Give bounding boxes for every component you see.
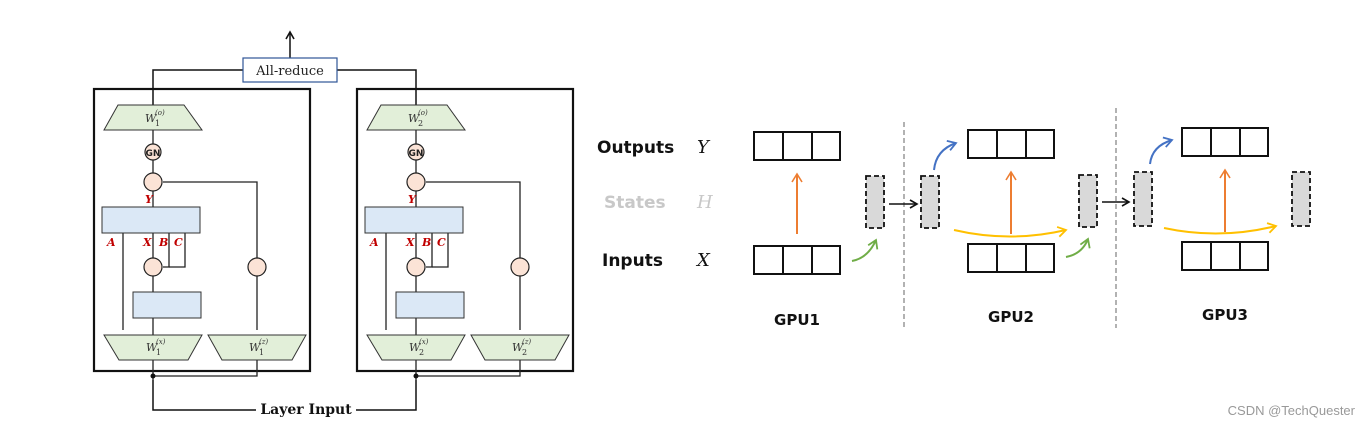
svg-text:W: W [408, 112, 421, 125]
svg-text:(o): (o) [155, 109, 165, 117]
wire-input-block1 [152, 380, 256, 411]
weight-w-z [470, 334, 570, 361]
gate-multiply-node [406, 172, 426, 192]
wire-block2-to-allreduce [337, 69, 417, 110]
state-update-arrow [1065, 237, 1091, 258]
svg-text:GN: GN [409, 149, 424, 159]
weight-w-x [103, 334, 203, 361]
svg-text:X: X [142, 236, 152, 249]
row-var-y: Y [697, 137, 711, 158]
block-frame [92, 87, 312, 373]
state-to-output-arrow [933, 140, 958, 171]
gpu1-section: GPU1 [753, 131, 919, 329]
svg-text:1: 1 [156, 348, 161, 357]
groupnorm-node [144, 143, 162, 161]
svg-text:C: C [174, 236, 183, 249]
state-box-out [1078, 174, 1098, 228]
svg-text:B: B [421, 236, 431, 249]
activation-node [143, 257, 163, 277]
c-wire [169, 233, 186, 268]
svg-text:B: B [158, 236, 168, 249]
svg-text:1: 1 [155, 119, 160, 128]
svg-text:W: W [146, 341, 159, 354]
row-label-inputs: Inputs [602, 251, 663, 271]
svg-text:1: 1 [259, 348, 264, 357]
wire-input-block2 [356, 380, 417, 411]
weight-w-x [366, 334, 466, 361]
svg-text:Y: Y [145, 193, 154, 206]
row-var-h: H [696, 192, 713, 213]
gpu3-section: GPU3 [1133, 127, 1311, 324]
svg-text:W: W [409, 341, 422, 354]
row-label-states: States [604, 193, 666, 213]
conv-block [395, 291, 465, 319]
state-update-arrow [851, 238, 879, 262]
state-pass-arrow [953, 226, 1068, 238]
svg-text:2: 2 [419, 348, 424, 357]
allreduce-box [242, 57, 338, 83]
svg-text:W: W [249, 341, 262, 354]
svg-text:A: A [369, 236, 379, 249]
input-tokens [753, 245, 841, 275]
weight-w-z [207, 334, 307, 361]
output-tokens [967, 129, 1055, 159]
input-tokens [1181, 241, 1269, 271]
block-2: W 2 (o) GN Y A X B C W 2 (x) W 2 (z) [355, 87, 575, 380]
junction-dot [413, 373, 419, 379]
row-var-x: X [695, 250, 711, 271]
output-tokens [753, 131, 841, 161]
svg-text:A: A [106, 236, 116, 249]
state-box-in [920, 175, 940, 229]
layer-input-label: Layer Input [260, 402, 352, 418]
weight-w-o [103, 104, 203, 131]
svg-text:2: 2 [522, 348, 527, 357]
svg-text:(x): (x) [156, 338, 166, 346]
svg-text:2: 2 [418, 119, 423, 128]
activation-node [406, 257, 426, 277]
svg-text:W: W [145, 112, 158, 125]
gpu1-label: GPU1 [774, 311, 820, 329]
state-pass-arrow [1163, 222, 1278, 235]
output-tokens [1181, 127, 1269, 157]
conv-block [132, 291, 202, 319]
svg-text:C: C [437, 236, 446, 249]
state-box-out [865, 175, 885, 229]
gpu2-section: GPU2 [920, 129, 1131, 326]
svg-text:Y: Y [408, 193, 417, 206]
ssm-block [101, 206, 201, 234]
tensor-parallel-diagram: All-reduce Layer Input W 1 (o) GN [92, 30, 575, 418]
svg-text:X: X [405, 236, 415, 249]
gate-activation-node [247, 257, 267, 277]
wire-block1-to-allreduce [152, 69, 243, 110]
state-box-in [1133, 171, 1153, 227]
svg-text:(z): (z) [259, 338, 268, 346]
svg-text:W: W [512, 341, 525, 354]
sequence-parallel-diagram: Outputs Y States H Inputs X GPU1 [597, 108, 1311, 329]
svg-text:(x): (x) [419, 338, 429, 346]
state-to-output-arrow [1149, 136, 1174, 165]
groupnorm-node [407, 143, 425, 161]
weight-w-o [366, 104, 466, 131]
svg-text:GN: GN [146, 149, 161, 159]
block-1: W 1 (o) GN Y A X B C W 1 (x) [92, 87, 312, 380]
gate-multiply-node [143, 172, 163, 192]
gate-activation-node [510, 257, 530, 277]
row-label-outputs: Outputs [597, 138, 674, 158]
watermark: CSDN @TechQuester [1227, 403, 1355, 418]
allreduce-label: All-reduce [255, 64, 324, 79]
block-frame [355, 87, 575, 373]
gate-wire [163, 181, 258, 270]
gpu2-label: GPU2 [988, 308, 1034, 326]
junction-dot [150, 373, 156, 379]
gpu3-label: GPU3 [1202, 306, 1248, 324]
svg-text:(o): (o) [418, 109, 428, 117]
state-box-out [1291, 171, 1311, 227]
svg-text:(z): (z) [522, 338, 531, 346]
input-tokens [967, 243, 1055, 273]
ssm-block [364, 206, 464, 234]
